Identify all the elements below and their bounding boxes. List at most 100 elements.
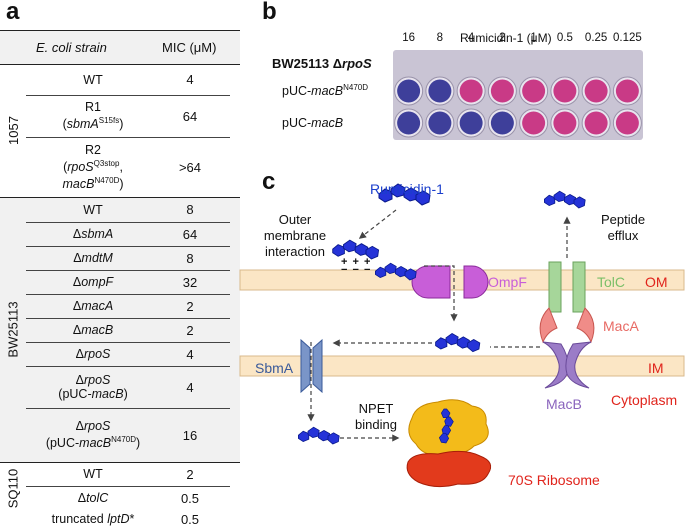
mic-cell: 8: [186, 202, 194, 217]
panel-b-letter: b: [262, 0, 277, 25]
mic-cell: 0.5: [180, 490, 200, 506]
label-rumicidin: Rumicidin-1: [370, 181, 444, 197]
concentration-label: 2: [499, 32, 506, 44]
label-ompf: OmpF: [488, 274, 527, 290]
mic-cell: 4: [186, 379, 194, 395]
label-tolc: TolC: [597, 274, 626, 290]
label-macb: MacB: [546, 396, 582, 412]
well-purple: [397, 111, 421, 135]
concentration-label: 16: [402, 32, 416, 44]
peptide-periplasm: [435, 333, 481, 353]
well-pink: [522, 79, 546, 103]
strain-cell: ΔrpoS (pUC-macB): [58, 373, 128, 401]
label-outer-membrane-interaction: Outer membrane interaction: [263, 212, 327, 259]
mechanism-diagram: [239, 183, 685, 488]
mic-cell: 64: [182, 108, 198, 124]
header-mic: MIC (μM): [162, 39, 217, 55]
label-om: OM: [645, 274, 668, 290]
group-rule: [0, 462, 240, 463]
well-purple: [459, 111, 483, 135]
ribosome-small-subunit: [406, 450, 492, 488]
well-pink: [584, 111, 608, 135]
strain-cell: R1 (sbmAS15fs): [62, 100, 124, 132]
strain-cell: R2 (rpoSQ3stop, macBN470D): [62, 142, 124, 192]
mic-cell: 16: [182, 427, 198, 443]
label-70s-ribosome: 70S Ribosome: [508, 472, 600, 488]
tolc-right: [572, 261, 586, 313]
table-header-rule: [0, 64, 240, 65]
plate-area: 16 8 4 2 1 0.5 0.25 0.125: [393, 32, 643, 140]
maca-right: [576, 307, 595, 344]
sbma-left: [300, 338, 311, 394]
row-rule: [26, 366, 230, 367]
mic-cell: 4: [186, 72, 194, 87]
row-rule: [26, 246, 230, 247]
mic-cell: >64: [178, 159, 202, 175]
well-pink: [615, 111, 639, 135]
peptide-efflux: [543, 190, 586, 209]
maca-left: [539, 307, 558, 344]
label-sbma: SbmA: [255, 360, 294, 376]
bw25113-bg: [0, 197, 240, 462]
concentration-label: 1: [530, 32, 537, 44]
strain-cell: ΔrpoS (pUC-macBN470D): [45, 419, 141, 451]
well-purple: [428, 111, 452, 135]
label-im: IM: [648, 360, 664, 376]
mic-cell: 8: [186, 250, 194, 266]
ompf-right-half: [463, 265, 489, 299]
concentration-label: 0.25: [584, 32, 608, 44]
mic-cell: 4: [186, 346, 194, 362]
plate-background: [393, 50, 643, 140]
header-strain: E. coli strain: [36, 39, 107, 55]
arrow-through-ompf: [424, 265, 458, 322]
row-rule: [26, 318, 230, 319]
well-pink: [584, 79, 608, 103]
concentration-label: 4: [467, 32, 475, 44]
macb-right: [565, 341, 592, 389]
sbma-right: [312, 338, 323, 394]
label-maca: MacA: [603, 318, 639, 334]
concentration-label: 8: [436, 32, 444, 44]
peptide-cytoplasm: [297, 426, 340, 445]
strain-cell: WT: [83, 467, 103, 481]
well-pink: [615, 79, 639, 103]
well-pink: [522, 111, 546, 135]
label-peptide-efflux: Peptide efflux: [600, 212, 646, 243]
tolc-left: [548, 261, 562, 313]
row-rule: [26, 486, 230, 487]
ompf-left-half: [411, 265, 451, 299]
strain-cell: WT: [83, 202, 103, 217]
row-rule: [26, 270, 230, 271]
table-header-bg: [0, 31, 240, 64]
mic-cell: 64: [182, 226, 198, 242]
well-purple: [428, 79, 452, 103]
row-rule: [26, 294, 230, 295]
row-rule: [26, 222, 230, 223]
label-cytoplasm: Cytoplasm: [611, 392, 678, 408]
panel-a-letter: a: [6, 0, 20, 25]
well-pink: [459, 79, 483, 103]
well-purple: [490, 111, 514, 135]
arrow-to-membrane: [358, 209, 397, 239]
row-rule: [26, 95, 230, 96]
table-top-rule: [0, 30, 240, 31]
group-rule: [0, 197, 240, 198]
row-rule: [26, 408, 230, 409]
well-pink: [553, 111, 577, 135]
well-purple: [397, 79, 421, 103]
concentration-label: 0.125: [612, 32, 642, 44]
label-positive-charges: + + +: [341, 256, 372, 268]
well-pink: [553, 79, 577, 103]
concentration-label: 0.5: [556, 32, 573, 44]
mic-cell: 2: [186, 298, 194, 314]
label-negative-charges: − − −: [341, 264, 372, 276]
mic-cell: 32: [182, 274, 198, 290]
mic-cell: 2: [186, 466, 194, 482]
label-npet-binding: NPET binding: [355, 401, 397, 432]
